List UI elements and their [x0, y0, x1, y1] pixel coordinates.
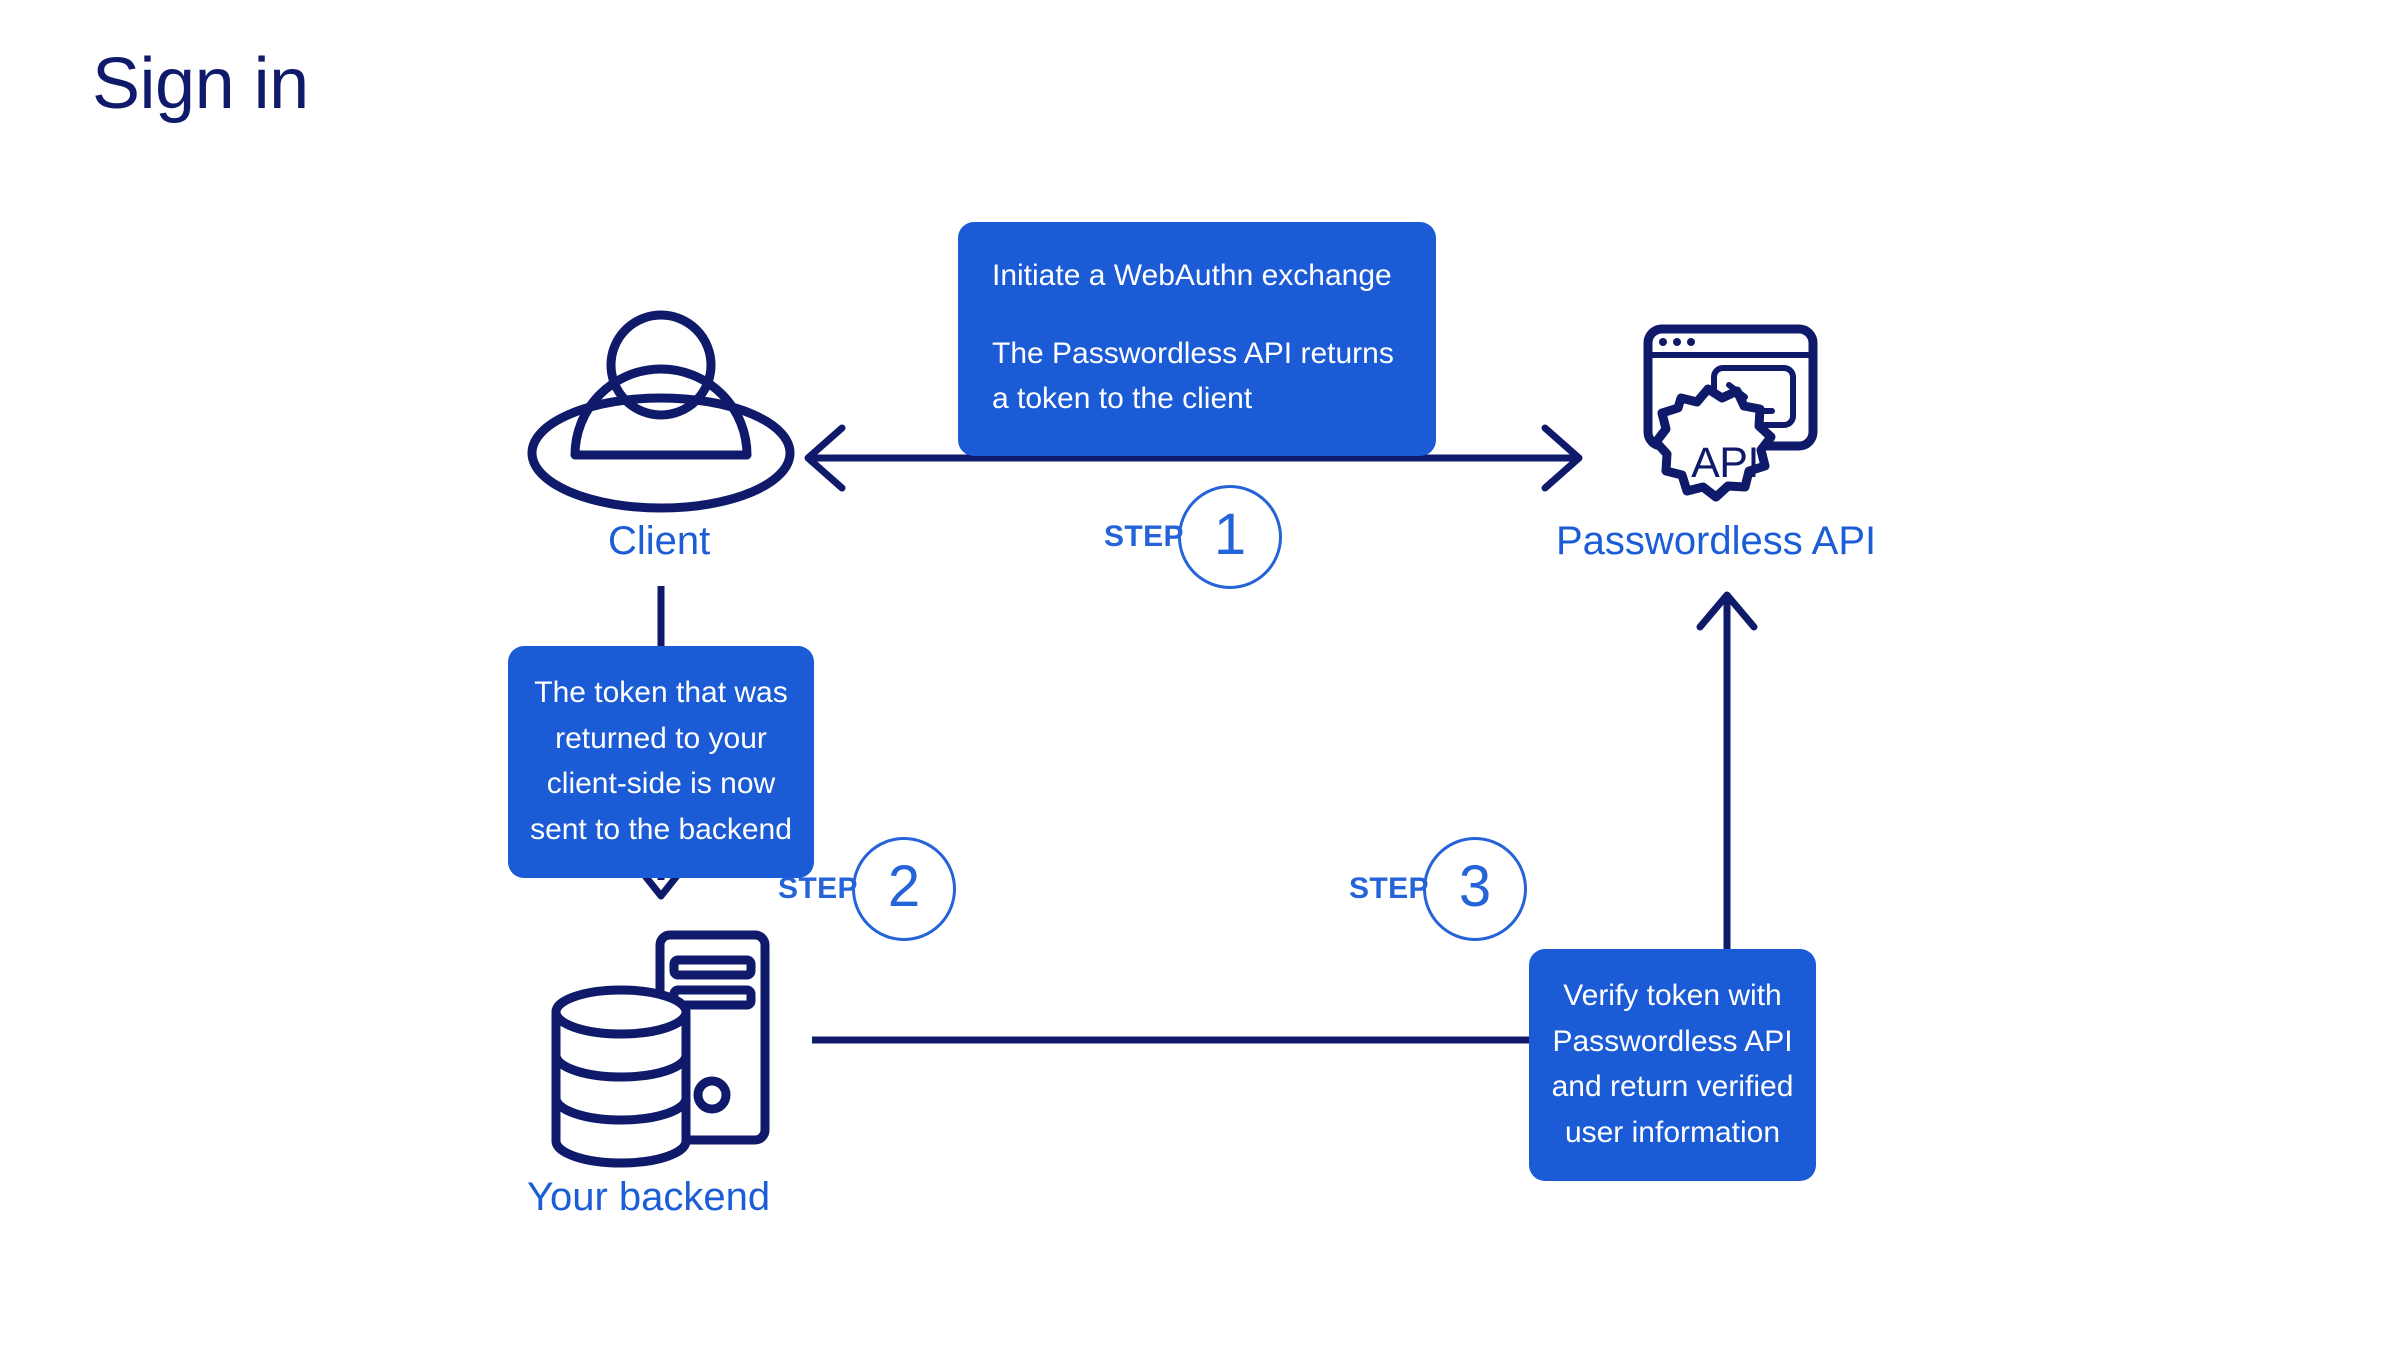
step-2-word: STEP — [778, 872, 858, 905]
callout-1-line-1: Initiate a WebAuthn exchange — [992, 259, 1392, 292]
api-gear-terminal-icon: API — [1643, 324, 1818, 502]
page-title: Sign in — [92, 44, 309, 124]
step-1-number: 1 — [1213, 502, 1247, 567]
callout-verify-token: Verify token with Passwordless API and r… — [1529, 949, 1816, 1182]
user-avatar-icon — [527, 310, 795, 513]
step-1-ring-icon — [1177, 485, 1282, 589]
callout3-api-connector — [1696, 591, 1758, 1000]
server-database-icon — [551, 930, 770, 1168]
step-3-number: 3 — [1458, 854, 1492, 919]
step-2-number: 2 — [887, 854, 921, 919]
arrowhead-right-icon — [1541, 424, 1583, 492]
browser-window-dots-icon — [1659, 338, 1695, 346]
step-3-ring-icon — [1422, 837, 1527, 941]
node-label-client: Client — [608, 519, 711, 563]
step-1-word: STEP — [1104, 520, 1184, 553]
step-badge-1: STEP 1 — [1104, 485, 1282, 589]
database-cylinder-shape — [551, 985, 691, 1168]
avatar-head-shape — [606, 310, 716, 420]
node-label-backend: Your backend — [527, 1175, 771, 1219]
step-1-circle: 1 — [1177, 485, 1282, 589]
server-power-button — [693, 1076, 731, 1114]
callout-2-line-1: The token that was returned to your clie… — [530, 676, 792, 846]
step-2-circle: 2 — [851, 837, 956, 941]
gear-api-label: API — [1691, 439, 1759, 487]
step-badge-2: STEP 2 — [778, 837, 956, 941]
callout-1-line-2: The Passwordless API returns a token to … — [992, 336, 1394, 416]
step-badge-3: STEP 3 — [1349, 837, 1527, 941]
callout-initiate-webauthn: Initiate a WebAuthn exchange The Passwor… — [958, 222, 1436, 456]
callout-token-to-backend: The token that was returned to your clie… — [508, 646, 814, 879]
server-slot-top — [669, 955, 756, 980]
avatar-base-ellipse — [527, 393, 795, 513]
callout-3-line-1: Verify token with Passwordless API and r… — [1551, 979, 1794, 1149]
step-3-word: STEP — [1349, 872, 1429, 905]
step-3-circle: 3 — [1422, 837, 1527, 941]
arrowhead-left-icon — [804, 424, 846, 492]
avatar-body-shape — [570, 364, 752, 460]
gear-shape — [1651, 384, 1776, 502]
node-label-passwordless-api: Passwordless API — [1556, 519, 1877, 563]
step-2-ring-icon — [851, 837, 956, 941]
client-api-connector — [804, 424, 1583, 492]
arrowhead-up-icon — [1696, 591, 1758, 631]
